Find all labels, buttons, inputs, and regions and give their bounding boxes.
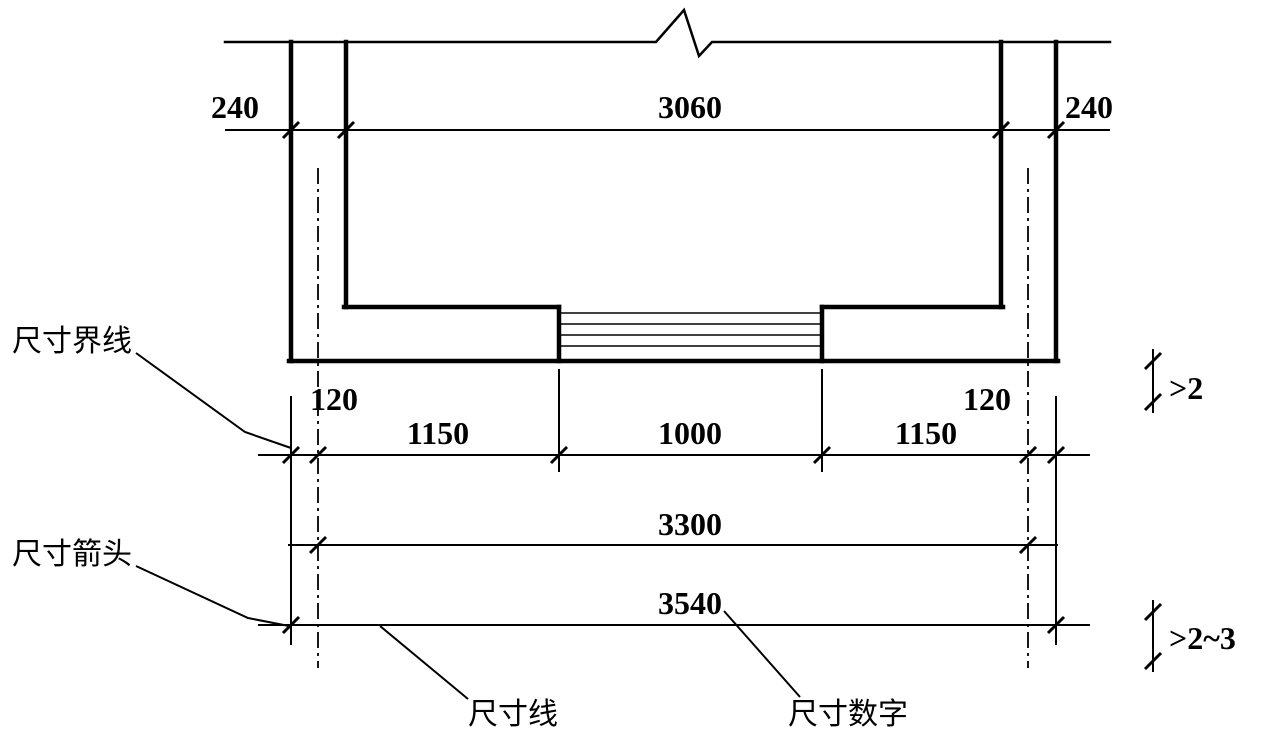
callout-extension-line: 尺寸界线 (12, 325, 132, 358)
size-annotation-top: >2 (1143, 349, 1203, 413)
tick-mark (1143, 651, 1163, 671)
leader-dimension-line (379, 625, 469, 700)
window-sill-lines (559, 312, 822, 347)
tick-mark (1046, 445, 1066, 465)
break-symbol (223, 7, 1112, 59)
tick-mark (549, 445, 569, 465)
tick-mark (812, 445, 832, 465)
tick-mark (1046, 615, 1066, 635)
callout-dimension-arrow: 尺寸箭头 (12, 538, 132, 571)
callout-labels: 尺寸界线 尺寸箭头 尺寸线 尺寸数字 (12, 325, 908, 731)
leader-dimension-number (723, 610, 801, 698)
wall-outline (286, 39, 1061, 364)
tick-mark (991, 120, 1011, 140)
tick-mark (281, 120, 301, 140)
dim-overall: 3540 (658, 585, 722, 621)
dim-segment-left: 1150 (407, 415, 469, 451)
tick-mark (308, 445, 328, 465)
callout-dimension-line: 尺寸线 (468, 698, 558, 731)
dim-axis-offset-left: 120 (310, 381, 358, 417)
tick-mark (1143, 392, 1163, 412)
tick-mark (1143, 351, 1163, 371)
dim-axis-total: 3300 (658, 506, 722, 542)
tick-mark (336, 120, 356, 140)
tick-mark (1018, 445, 1038, 465)
annotation-gap-label: >2 (1169, 370, 1203, 406)
annotation-tick-size-label: >2~3 (1169, 620, 1236, 656)
callout-dimension-number: 尺寸数字 (788, 698, 908, 731)
dim-axis-offset-right: 120 (963, 381, 1011, 417)
tick-marks (281, 120, 1066, 635)
tick-mark (308, 535, 328, 555)
top-wall-line (223, 7, 1112, 59)
center-axis-lines (317, 168, 1029, 668)
tick-mark (281, 615, 301, 635)
dimension-numbers: 240 3060 240 120 1150 1000 1150 120 3300… (211, 89, 1113, 621)
dimension-lines (225, 129, 1110, 626)
leader-lines (135, 352, 801, 700)
dim-wall-right: 240 (1065, 89, 1113, 125)
dim-wall-left: 240 (211, 89, 259, 125)
leader-extension-line (135, 352, 292, 449)
dim-inner-width: 3060 (658, 89, 722, 125)
dim-segment-right: 1150 (895, 415, 957, 451)
tick-mark (1143, 602, 1163, 622)
tick-mark (1046, 120, 1066, 140)
dim-opening: 1000 (658, 415, 722, 451)
tick-mark (281, 445, 301, 465)
tick-mark (1018, 535, 1038, 555)
leader-dimension-arrow (135, 565, 290, 627)
size-annotation-bottom: >2~3 (1143, 600, 1236, 672)
